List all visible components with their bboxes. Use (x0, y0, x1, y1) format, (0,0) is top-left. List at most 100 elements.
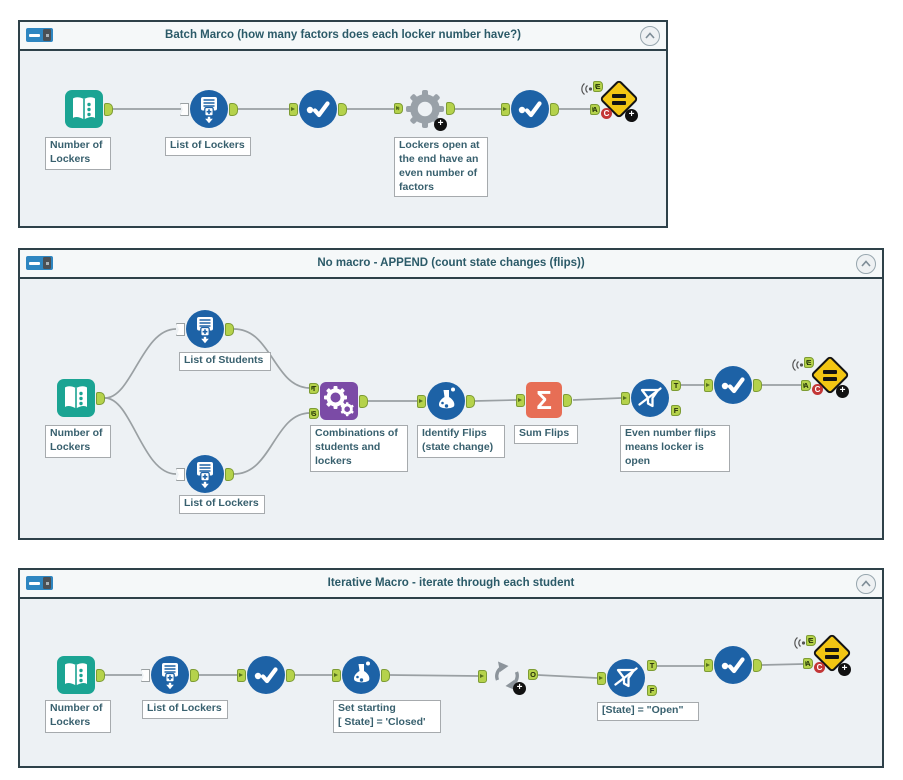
c3-iterative-macro-tool[interactable]: O + (478, 657, 538, 695)
input-anchor[interactable] (332, 669, 341, 682)
output-anchor[interactable] (446, 102, 455, 115)
annotation-number-of-lockers[interactable]: Number of Lockers (45, 137, 111, 170)
input-anchor[interactable] (501, 103, 510, 116)
container-header: No macro - APPEND (count state changes (… (20, 250, 882, 279)
output-anchor[interactable] (225, 323, 234, 336)
input-anchor-e[interactable]: E (806, 635, 816, 646)
c1-text-input-tool[interactable] (65, 90, 113, 128)
c2-multi-row-formula-tool[interactable] (417, 382, 475, 420)
input-anchor-t[interactable]: T (309, 383, 319, 394)
c1-generate-rows-tool[interactable] (180, 90, 238, 128)
collapse-button[interactable] (640, 26, 660, 46)
output-anchor[interactable] (229, 103, 238, 116)
c2-text-input-tool[interactable] (57, 379, 105, 417)
output-anchor[interactable] (338, 103, 347, 116)
container-toggle-icon[interactable] (26, 28, 53, 42)
tool-container-no-macro: No macro - APPEND (count state changes (… (18, 248, 884, 540)
input-anchor-s[interactable]: S (309, 408, 319, 419)
multi-row-formula-icon (342, 656, 380, 694)
output-anchor[interactable] (286, 669, 295, 682)
annotation-list-of-lockers[interactable]: List of Lockers (142, 700, 228, 719)
append-fields-icon (320, 382, 358, 420)
input-anchor[interactable] (237, 669, 246, 682)
container-header: Iterative Macro - iterate through each s… (20, 570, 882, 599)
annotation-combinations[interactable]: Combinations of students and lockers (310, 425, 408, 472)
output-anchor[interactable] (563, 394, 572, 407)
annotation-lockers-open[interactable]: Lockers open at the end have an even num… (394, 137, 488, 198)
c1-formula-tool-1[interactable] (289, 90, 347, 128)
input-anchor[interactable] (704, 379, 713, 392)
output-anchor[interactable] (96, 669, 105, 682)
input-anchor-a[interactable]: A (801, 380, 811, 391)
output-anchor[interactable] (104, 103, 113, 116)
output-anchor[interactable] (466, 395, 475, 408)
output-anchor-false[interactable]: F (647, 685, 657, 696)
c3-formula-tool-1[interactable] (237, 656, 295, 694)
output-anchor[interactable] (225, 468, 234, 481)
annotation-list-of-students[interactable]: List of Students (179, 352, 271, 371)
annotation-list-of-lockers[interactable]: List of Lockers (165, 137, 251, 156)
collapse-button[interactable] (856, 254, 876, 274)
input-anchor-a[interactable]: A (803, 658, 813, 669)
output-anchor[interactable] (190, 669, 199, 682)
c3-test-tool[interactable]: E A C + (793, 633, 853, 680)
container-toggle-icon[interactable] (26, 576, 53, 590)
container-title: Batch Marco (how many factors does each … (165, 29, 521, 41)
c2-filter-tool[interactable]: T F (621, 379, 681, 417)
output-anchor-true[interactable]: T (647, 660, 657, 671)
collapse-icon (645, 32, 655, 39)
input-anchor[interactable] (621, 392, 630, 405)
container-toggle-icon[interactable] (26, 256, 53, 270)
c2-test-tool[interactable]: E A C + (791, 355, 851, 402)
c3-formula-tool-2[interactable] (704, 646, 762, 684)
c3-filter-tool[interactable]: T F (597, 659, 657, 697)
c3-multi-row-formula-tool[interactable] (332, 656, 390, 694)
input-anchor-a[interactable]: A (590, 104, 600, 115)
wireless-icon (792, 359, 804, 371)
output-anchor-false[interactable]: F (671, 405, 681, 416)
input-anchor[interactable] (516, 394, 525, 407)
input-anchor[interactable] (704, 659, 713, 672)
c-badge: C (814, 662, 825, 673)
input-anchor-e[interactable]: E (804, 357, 814, 368)
annotation-number-of-lockers[interactable]: Number of Lockers (45, 425, 111, 458)
connections-layer (113, 108, 591, 110)
annotation-list-of-lockers[interactable]: List of Lockers (179, 495, 265, 514)
output-anchor[interactable] (550, 103, 559, 116)
c2-formula-tool[interactable] (704, 366, 762, 404)
input-anchor-e[interactable]: E (593, 81, 603, 92)
c1-formula-tool-2[interactable] (501, 90, 559, 128)
output-anchor[interactable] (359, 395, 368, 408)
input-anchor[interactable] (289, 103, 298, 116)
generate-rows-icon (186, 455, 224, 493)
input-anchor[interactable] (597, 672, 606, 685)
generate-rows-icon (190, 90, 228, 128)
formula-icon (714, 366, 752, 404)
output-anchor[interactable] (753, 379, 762, 392)
macro-input-anchor[interactable]: ↓ (394, 103, 403, 114)
c1-test-tool[interactable]: E A C + (580, 79, 640, 126)
c2-generate-rows-lockers[interactable] (176, 455, 234, 493)
input-anchor[interactable] (478, 670, 487, 683)
annotation-number-of-lockers[interactable]: Number of Lockers (45, 700, 111, 733)
output-anchor-o[interactable]: O (528, 669, 538, 680)
input-anchor[interactable] (417, 395, 426, 408)
c1-batch-macro-tool[interactable]: ↓ + (394, 89, 455, 131)
annotation-sum-flips[interactable]: Sum Flips (514, 425, 578, 444)
output-anchor[interactable] (753, 659, 762, 672)
c2-generate-rows-students[interactable] (176, 310, 234, 348)
collapse-button[interactable] (856, 574, 876, 594)
annotation-state-open[interactable]: [State] = "Open" (597, 702, 699, 721)
annotation-identify-flips[interactable]: Identify Flips (state change) (417, 425, 505, 458)
output-anchor-true[interactable]: T (671, 380, 681, 391)
c2-append-fields-tool[interactable]: T S (309, 382, 368, 420)
c2-summarize-tool[interactable]: Σ (516, 382, 572, 418)
output-anchor[interactable] (96, 392, 105, 405)
generate-rows-icon (151, 656, 189, 694)
c3-generate-rows-tool[interactable] (141, 656, 199, 694)
c3-text-input-tool[interactable] (57, 656, 105, 694)
output-anchor[interactable] (381, 669, 390, 682)
annotation-set-starting[interactable]: Set starting [ State] = 'Closed' (333, 700, 441, 733)
annotation-even-number-flips[interactable]: Even number flips means locker is open (620, 425, 730, 472)
